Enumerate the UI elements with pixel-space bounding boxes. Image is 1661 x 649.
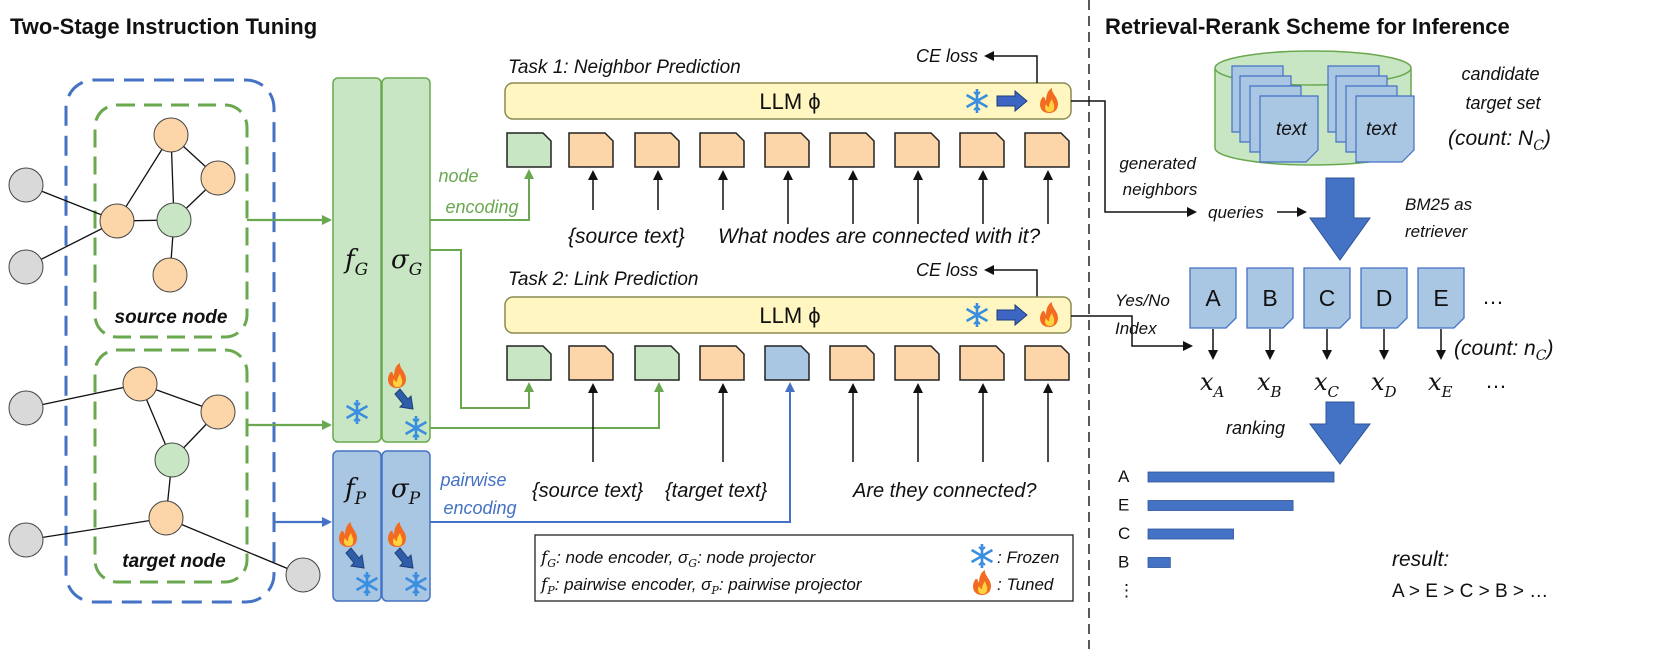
- fg-encoder: [332, 77, 382, 443]
- doc-b-label: B: [1262, 285, 1277, 311]
- ranking-arrow: [1309, 401, 1371, 465]
- fg-label: fG: [343, 245, 368, 280]
- legend-line1: fG: node encoder, σG: node projector: [539, 548, 817, 570]
- sg-projector: [381, 77, 431, 443]
- generated-neighbors-line: [1071, 100, 1197, 217]
- db-document-stack-2: [1327, 65, 1415, 163]
- task2-question: Are they connected?: [852, 480, 1037, 502]
- node-encoding-arrow-task1: [430, 169, 534, 221]
- task2-target-text: {target text}: [665, 480, 768, 502]
- graph-outer-box: [64, 78, 276, 604]
- doc-d-label: D: [1376, 285, 1393, 311]
- task2-loss-label: CE loss: [916, 260, 978, 280]
- ranking-bar: [1147, 557, 1171, 568]
- bm25-retrieve-arrow: [1309, 177, 1371, 261]
- task2-tokens: [506, 345, 1070, 381]
- ranking-bar: [1147, 528, 1234, 540]
- task1-title: Task 1: Neighbor Prediction: [508, 57, 741, 78]
- task1-question: What nodes are connected with it?: [718, 225, 1041, 248]
- task1-token-arrows: [588, 170, 1053, 224]
- legend-tuned: : Tuned: [997, 575, 1054, 594]
- pairwise-encoding-label: pairwise encoding: [439, 470, 516, 518]
- task1-loss-label: CE loss: [916, 46, 978, 66]
- node-encoding-label: node encoding: [438, 166, 518, 217]
- node-encoding-arrow-task2-target: [430, 382, 664, 429]
- sp-label: σP: [391, 474, 421, 509]
- source-subgraph-box: [93, 103, 249, 339]
- candidate-count: (count: NC): [1448, 127, 1551, 154]
- target-node-label: target node: [122, 551, 226, 572]
- bm25-label: BM25 as retriever: [1405, 195, 1477, 241]
- generated-neighbors-label: generated neighbors: [1119, 154, 1200, 199]
- ranking-chart-label: ⋮: [1118, 581, 1135, 600]
- task1-llm-label: LLM ϕ: [759, 89, 820, 114]
- target-graph-nodes: [8, 366, 321, 593]
- score-xb: xB: [1257, 368, 1282, 401]
- sp-projector: [381, 450, 431, 602]
- right-title: Retrieval-Rerank Scheme for Inference: [1105, 14, 1510, 39]
- target-node-circle: [154, 442, 190, 478]
- ranking-bar: [1147, 500, 1294, 511]
- task2-llm-label: LLM ϕ: [759, 303, 820, 328]
- task2-title: Task 2: Link Prediction: [508, 269, 698, 290]
- sg-label: σG: [391, 245, 422, 280]
- yesno-index-line: [1071, 315, 1193, 351]
- pairwise-encoding-arrow: [430, 382, 795, 523]
- task2-source-text: {source text}: [532, 480, 644, 502]
- yesno-label: Yes/No Index: [1115, 291, 1175, 338]
- ranking-chart-label: A: [1118, 467, 1130, 486]
- retrieved-docs: [1189, 267, 1465, 329]
- source-graph-nodes: [8, 117, 236, 293]
- legend-line2: fP: pairwise encoder, σP: pairwise proje…: [539, 575, 863, 597]
- task1-loss-arrow: [984, 51, 1038, 83]
- source-node-label: source node: [115, 307, 228, 328]
- doc-e-label: E: [1433, 285, 1448, 311]
- target-graph-edges: [25, 383, 304, 576]
- ranking-label: ranking: [1226, 418, 1285, 438]
- db-text-2: text: [1366, 119, 1397, 140]
- task2-loss-arrow: [984, 265, 1038, 297]
- score-xa: xA: [1200, 368, 1225, 401]
- left-title: Two-Stage Instruction Tuning: [10, 14, 317, 39]
- score-ellipsis: …: [1485, 368, 1507, 393]
- score-xd: xD: [1371, 368, 1397, 401]
- candidate-label: candidate target set: [1461, 64, 1544, 113]
- ranking-bar: [1147, 471, 1335, 483]
- retrieved-count: (count: nC): [1454, 337, 1553, 364]
- task2-llm-box: [504, 296, 1072, 334]
- fp-encoder: [332, 450, 382, 602]
- result-label: result:: [1392, 548, 1449, 571]
- task1-source-text: {source text}: [568, 225, 685, 248]
- score-xe: xE: [1428, 368, 1453, 401]
- doc-score-arrows: [1208, 329, 1446, 360]
- task2-token-arrows: [588, 383, 1053, 462]
- doc-c-label: C: [1319, 285, 1336, 311]
- result-text: A > E > C > B > …: [1392, 581, 1548, 602]
- node-encoding-arrow-task2-source: [430, 249, 534, 409]
- db-document-stack-1: [1231, 65, 1319, 163]
- legend-frozen: : Frozen: [997, 548, 1059, 567]
- ranking-chart-label: B: [1118, 553, 1129, 572]
- target-subgraph-box: [93, 348, 249, 584]
- ranking-chart-label: C: [1118, 524, 1130, 543]
- db-text-1: text: [1276, 119, 1307, 140]
- source-node-circle: [156, 202, 192, 238]
- ranking-chart-label: E: [1118, 496, 1129, 515]
- queries-label: queries: [1208, 203, 1264, 222]
- task1-tokens: [506, 132, 1070, 168]
- docs-ellipsis: …: [1482, 284, 1504, 309]
- doc-a-label: A: [1205, 285, 1221, 311]
- score-xc: xC: [1314, 368, 1340, 401]
